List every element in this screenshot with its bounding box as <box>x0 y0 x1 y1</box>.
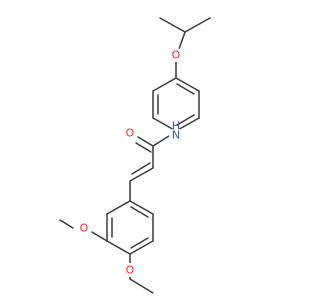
bond-ring2-d <box>106 240 131 255</box>
atom-oxygen-ethoxy: O <box>123 263 137 277</box>
molecule-structure: O N H O O O <box>59 17 211 294</box>
bond-isopropyl-ch-methyl-right <box>184 17 211 33</box>
bond-ring2-c <box>129 240 154 255</box>
bond-ring1-inner-1 <box>176 83 195 95</box>
bond-carbonyl-double-1 <box>137 136 154 147</box>
bond-n-carbonyl-c <box>152 135 170 147</box>
bond-isopropyl-ch-methyl-left <box>159 17 186 33</box>
atom-nitrogen-amide: N H <box>169 120 183 142</box>
bond-ring1-c <box>175 117 200 132</box>
bond-ring2-f <box>106 200 131 215</box>
bond-layer <box>59 17 211 294</box>
bond-ring2-inner-1 <box>130 206 149 218</box>
bond-ring1-inner-2 <box>176 114 195 126</box>
bond-carbonyl-double-2 <box>135 142 152 153</box>
atom-label-o-ether-top: O <box>172 49 181 62</box>
bond-ring1-f <box>152 77 177 92</box>
bond-ring1-d <box>152 117 177 132</box>
atom-label-h: H <box>172 120 180 133</box>
bond-methoxy-o-methyl <box>59 219 74 229</box>
bond-isopropyl-ch-o <box>178 31 186 50</box>
atom-oxygen-carbonyl: O <box>123 126 137 140</box>
bond-ring1-a <box>175 77 200 92</box>
atom-label-o-ethoxy: O <box>126 264 135 277</box>
bond-ring2-inner-2 <box>130 237 149 249</box>
atom-oxygen-ether-top: O <box>169 48 183 62</box>
bond-alkene-double-1 <box>129 167 154 182</box>
atom-label-o-methoxy: O <box>80 222 89 235</box>
atom-label-o-carbonyl: O <box>126 127 135 140</box>
bond-ring2-a <box>129 200 154 215</box>
bond-alkene-double-2 <box>131 162 151 175</box>
bond-ethoxy-ch2-ch3 <box>129 278 154 294</box>
bond-ring2-methoxy-o <box>91 231 108 242</box>
atom-label-layer: O N H O O O <box>77 48 183 277</box>
atom-oxygen-methoxy: O <box>77 221 91 235</box>
atom-label-n: N <box>172 129 180 142</box>
